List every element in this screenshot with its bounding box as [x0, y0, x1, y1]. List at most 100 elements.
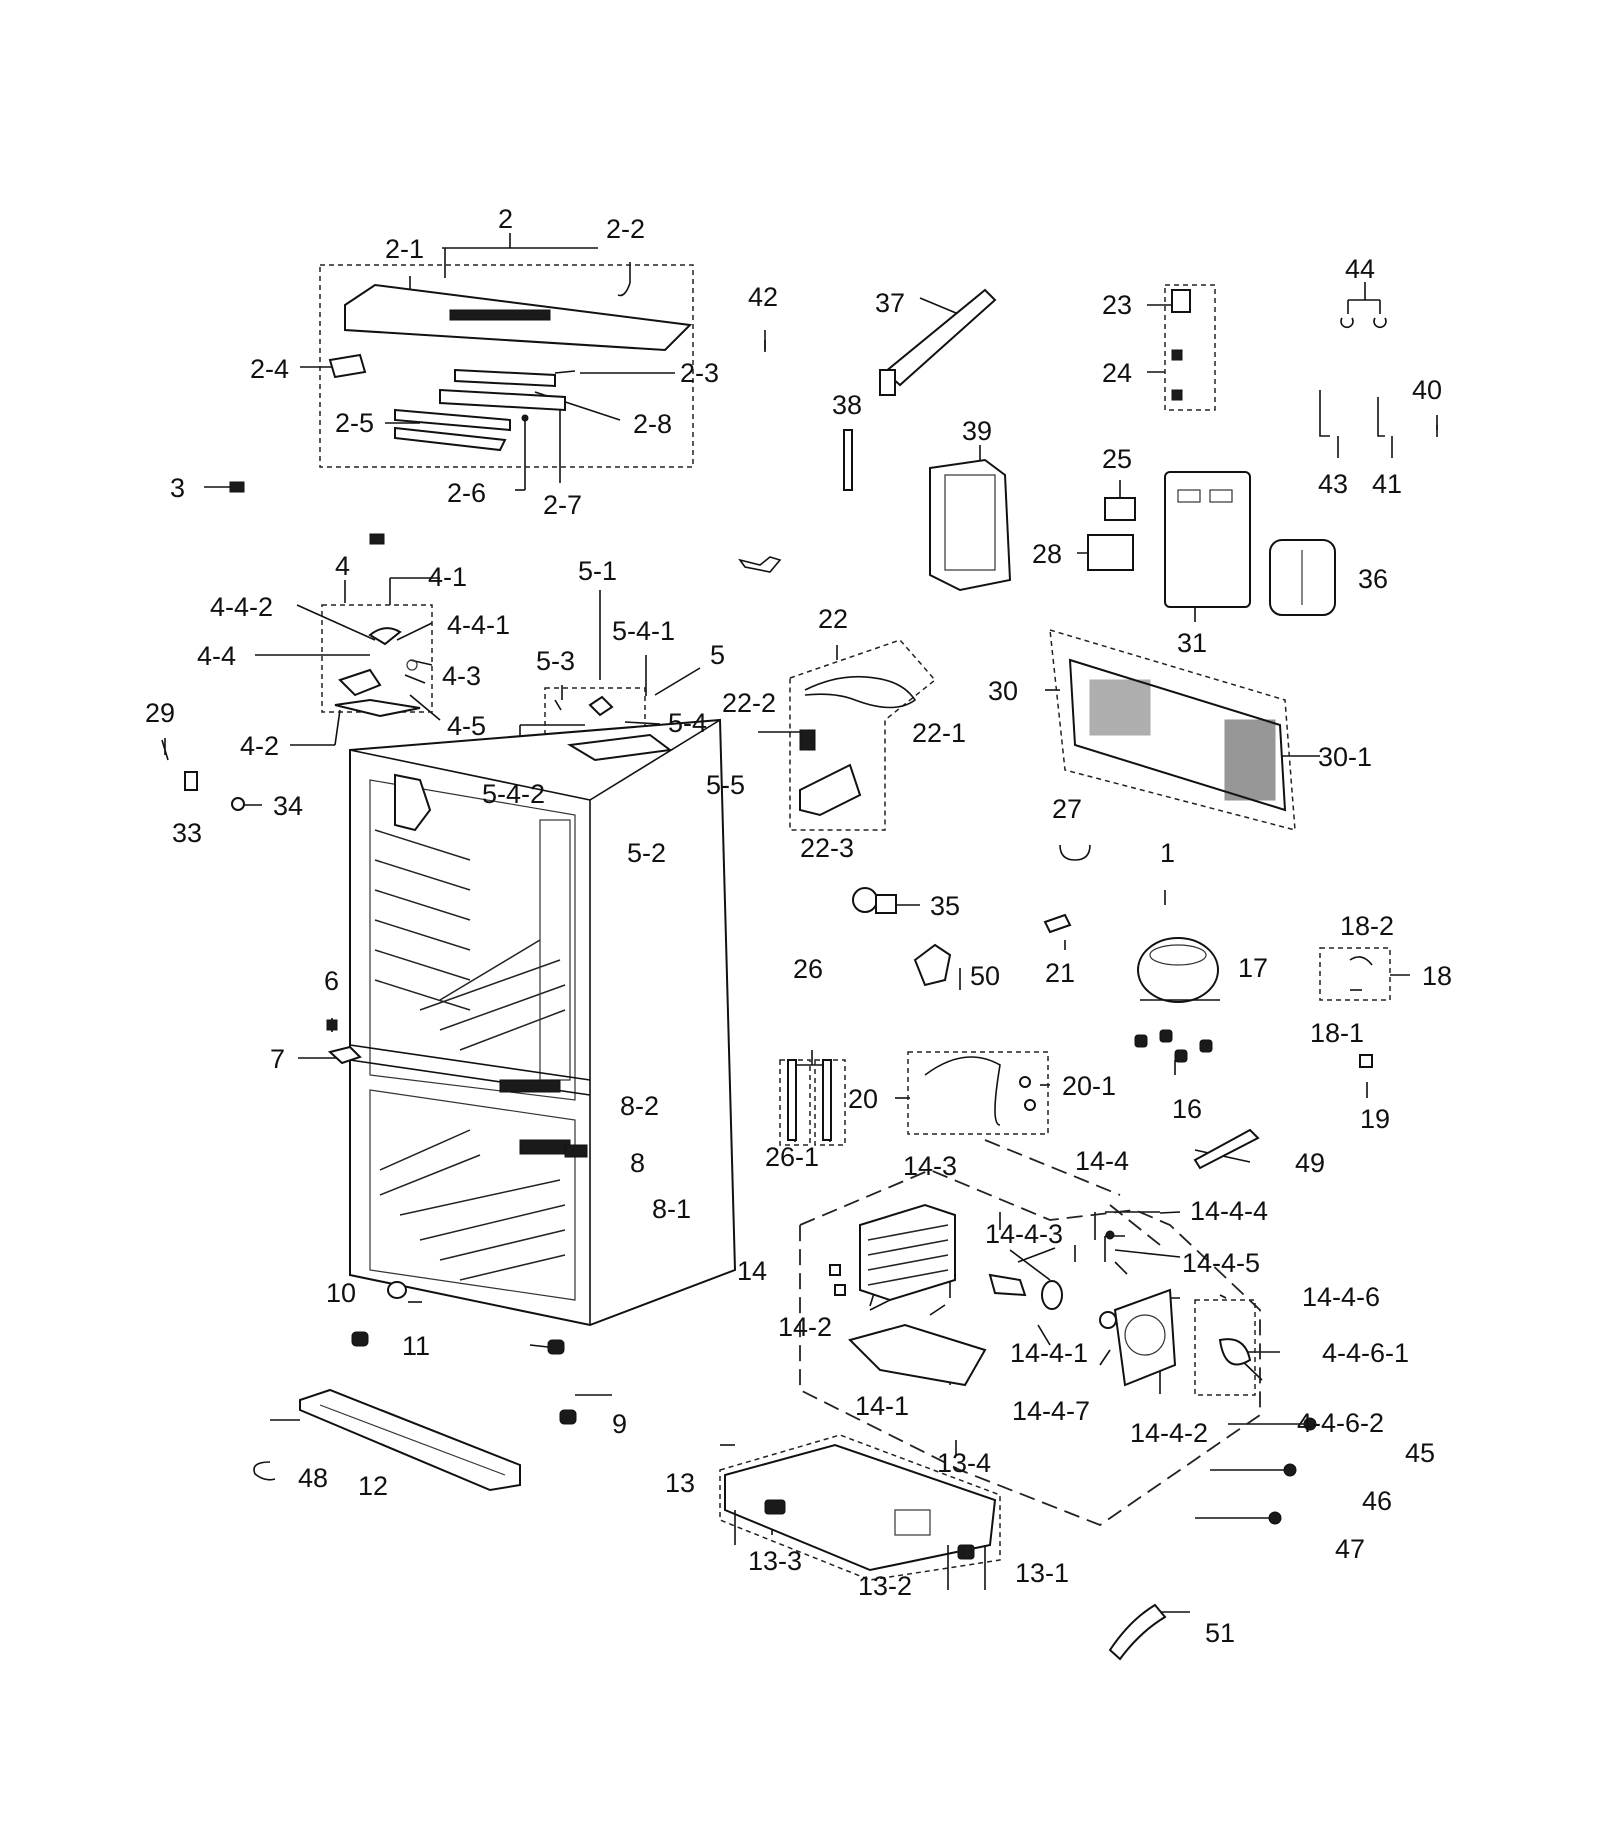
label-36: 36 — [1358, 564, 1388, 594]
label-1: 1 — [1160, 838, 1175, 868]
label-18: 18 — [1422, 961, 1452, 991]
label-30: 30 — [988, 676, 1018, 706]
label-33: 33 — [172, 818, 202, 848]
label-14-4-4: 14-4-4 — [1190, 1196, 1268, 1226]
label-30-1: 30-1 — [1318, 742, 1372, 772]
label-51: 51 — [1205, 1618, 1235, 1648]
label-18-1: 18-1 — [1310, 1018, 1364, 1048]
label-23: 23 — [1102, 290, 1132, 320]
label-14-4-7: 14-4-7 — [1012, 1396, 1090, 1426]
label-49: 49 — [1295, 1148, 1325, 1178]
label-4-4-6-1: 4-4-6-1 — [1322, 1338, 1409, 1368]
label-4-4-2: 4-4-2 — [210, 592, 273, 622]
label-20: 20 — [848, 1084, 878, 1114]
label-13-3: 13-3 — [748, 1546, 802, 1576]
label-47: 47 — [1335, 1534, 1365, 1564]
label-26: 26 — [793, 954, 823, 984]
label-14-4-3: 14-4-3 — [985, 1219, 1063, 1249]
label-22-1: 22-1 — [912, 718, 966, 748]
label-13-2: 13-2 — [858, 1571, 912, 1601]
label-12: 12 — [358, 1471, 388, 1501]
label-14-4-1: 14-4-1 — [1010, 1338, 1088, 1368]
label-13-1: 13-1 — [1015, 1558, 1069, 1588]
label-31: 31 — [1177, 628, 1207, 658]
label-5-4-1: 5-4-1 — [612, 616, 675, 646]
label-4: 4 — [335, 551, 350, 581]
label-34: 34 — [273, 791, 303, 821]
label-48: 48 — [298, 1463, 328, 1493]
label-14-4: 14-4 — [1075, 1146, 1129, 1176]
label-28: 28 — [1032, 539, 1062, 569]
part-shapes — [161, 282, 1438, 1661]
label-2-5: 2-5 — [335, 408, 374, 438]
label-45: 45 — [1405, 1438, 1435, 1468]
label-16: 16 — [1172, 1094, 1202, 1124]
label-39: 39 — [962, 416, 992, 446]
label-22-3: 22-3 — [800, 833, 854, 863]
label-13: 13 — [665, 1468, 695, 1498]
label-22: 22 — [818, 604, 848, 634]
label-25: 25 — [1102, 444, 1132, 474]
label-14-4-6: 14-4-6 — [1302, 1282, 1380, 1312]
label-14-2: 14-2 — [778, 1312, 832, 1342]
label-2-1: 2-1 — [385, 234, 424, 264]
label-38: 38 — [832, 390, 862, 420]
label-13-4: 13-4 — [937, 1448, 991, 1478]
label-2: 2 — [498, 204, 513, 234]
callout-labels: 2 2-1 2-2 2-3 2-4 2-5 2-6 2-7 2-8 3 42 3… — [145, 204, 1452, 1648]
label-8-2: 8-2 — [620, 1091, 659, 1121]
label-8: 8 — [630, 1148, 645, 1178]
label-19: 19 — [1360, 1104, 1390, 1134]
label-11: 11 — [402, 1331, 430, 1361]
label-5-1: 5-1 — [578, 556, 617, 586]
label-8-1: 8-1 — [652, 1194, 691, 1224]
label-2-4: 2-4 — [250, 354, 289, 384]
label-42: 42 — [748, 282, 778, 312]
label-4-3: 4-3 — [442, 661, 481, 691]
label-5-5: 5-5 — [706, 770, 745, 800]
label-4-4-1: 4-4-1 — [447, 610, 510, 640]
label-2-7: 2-7 — [543, 490, 582, 520]
label-14: 14 — [737, 1256, 767, 1286]
label-37: 37 — [875, 288, 905, 318]
label-2-6: 2-6 — [447, 478, 486, 508]
label-7: 7 — [270, 1044, 285, 1074]
group-outlines — [319, 264, 1391, 1581]
refrigerator-cabinet — [349, 718, 737, 1327]
label-6: 6 — [324, 966, 339, 996]
label-2-2: 2-2 — [606, 214, 645, 244]
label-5: 5 — [710, 640, 725, 670]
label-40: 40 — [1412, 375, 1442, 405]
label-18-2: 18-2 — [1340, 911, 1394, 941]
label-14-4-2: 14-4-2 — [1130, 1418, 1208, 1448]
label-44: 44 — [1345, 254, 1375, 284]
label-4-5: 4-5 — [447, 711, 486, 741]
label-50: 50 — [970, 961, 1000, 991]
label-10: 10 — [326, 1278, 356, 1308]
label-14-3: 14-3 — [903, 1151, 957, 1181]
label-20-1: 20-1 — [1062, 1071, 1116, 1101]
label-27: 27 — [1052, 794, 1082, 824]
label-4-2: 4-2 — [240, 731, 279, 761]
label-22-2: 22-2 — [722, 688, 776, 718]
label-26-1: 26-1 — [765, 1142, 819, 1172]
label-9: 9 — [612, 1409, 627, 1439]
label-4-4: 4-4 — [197, 641, 236, 671]
label-29: 29 — [145, 698, 175, 728]
label-5-4: 5-4 — [668, 708, 707, 738]
label-41: 41 — [1372, 469, 1402, 499]
label-21: 21 — [1045, 958, 1075, 988]
label-3: 3 — [170, 473, 185, 503]
label-2-8: 2-8 — [633, 409, 672, 439]
label-4-4-6-2: 4-4-6-2 — [1297, 1408, 1384, 1438]
label-43: 43 — [1318, 469, 1348, 499]
label-5-4-2: 5-4-2 — [482, 779, 545, 809]
label-46: 46 — [1362, 1486, 1392, 1516]
label-5-3: 5-3 — [536, 646, 575, 676]
label-5-2: 5-2 — [627, 838, 666, 868]
label-14-4-5: 14-4-5 — [1182, 1248, 1260, 1278]
label-4-1: 4-1 — [428, 562, 467, 592]
label-35: 35 — [930, 891, 960, 921]
label-17: 17 — [1238, 953, 1268, 983]
